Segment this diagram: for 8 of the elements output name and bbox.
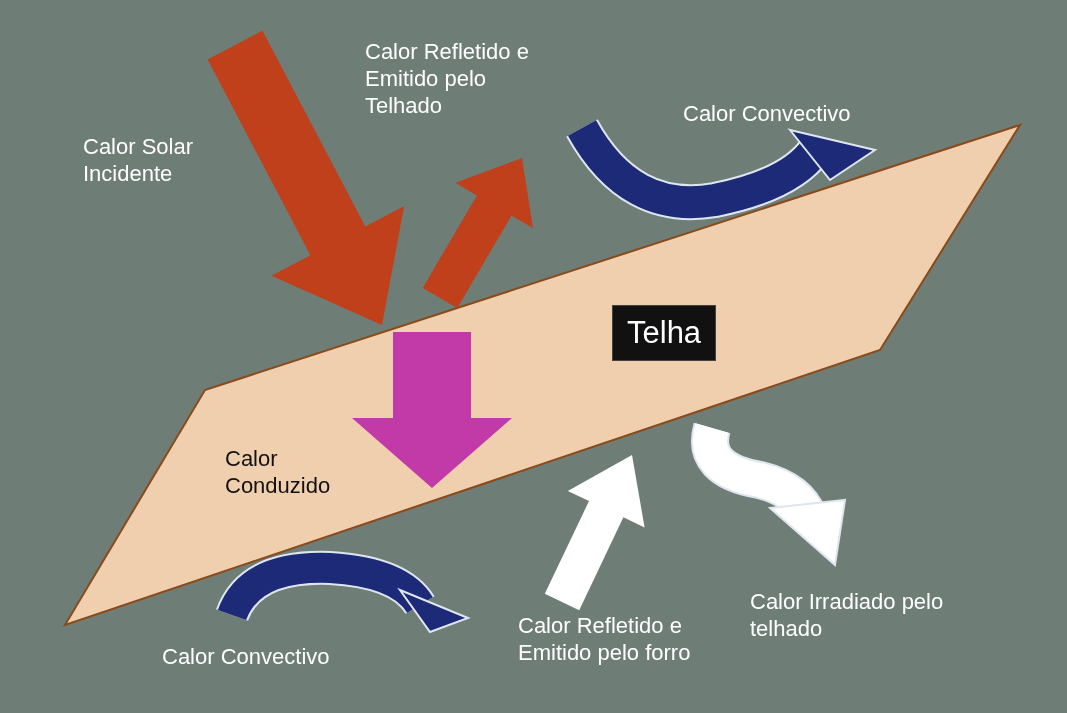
heat-label: Calor Conduzido bbox=[225, 445, 332, 499]
heat-label: Calor Refletido e Emitido pelo Telhado bbox=[365, 38, 530, 119]
heat-label: Calor Solar Incidente bbox=[83, 133, 195, 187]
heat-label: Calor Convectivo bbox=[683, 100, 852, 127]
heat-label: Calor Irradiado pelo telhado bbox=[750, 588, 945, 642]
tile-label: Telha bbox=[612, 305, 717, 361]
heat-label: Calor Refletido e Emitido pelo forro bbox=[518, 612, 692, 666]
heat-label: Calor Convectivo bbox=[162, 643, 331, 670]
